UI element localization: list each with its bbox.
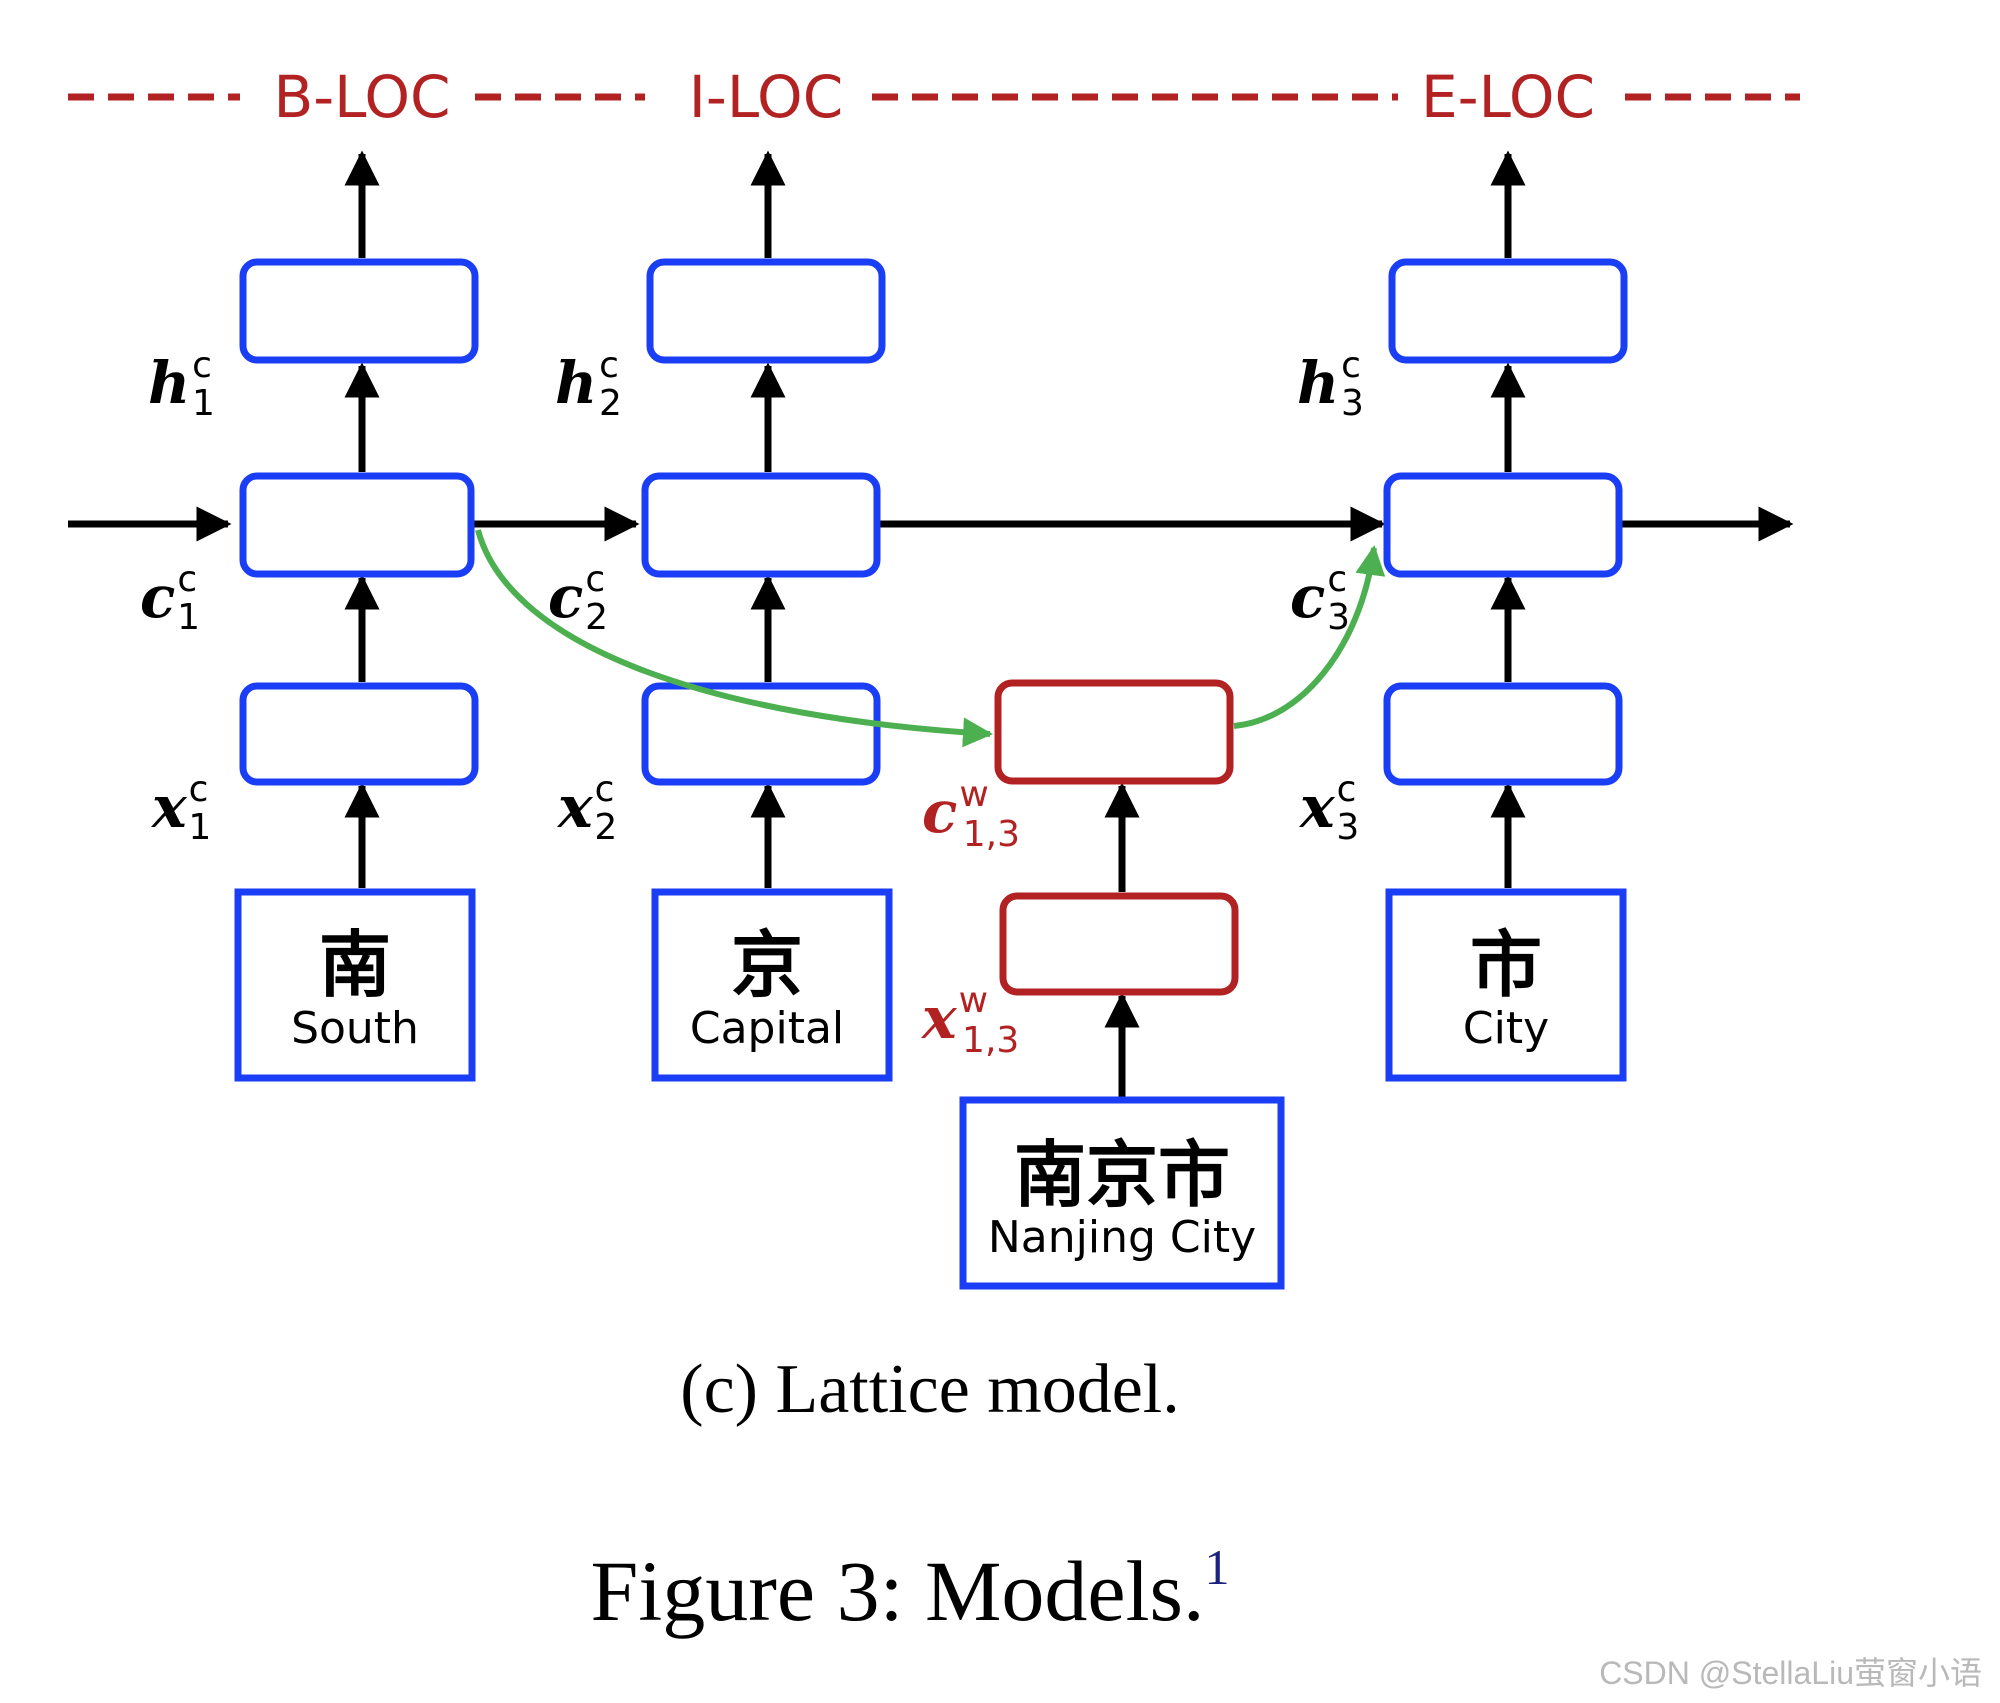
- x-boxes: [239, 682, 1623, 786]
- c-box-1: [239, 472, 475, 578]
- input-box-2: [651, 888, 893, 1082]
- x-box-2: [641, 682, 881, 786]
- c-box-3: [1383, 472, 1623, 578]
- word-boxes: [994, 679, 1239, 996]
- input-box-1: [234, 888, 476, 1082]
- word-cell-box: [994, 679, 1234, 785]
- x-box-3: [1383, 682, 1623, 786]
- c-boxes: [239, 472, 1623, 578]
- subfigure-caption: (c) Lattice model.: [680, 1351, 1179, 1428]
- input-3-english: City: [1463, 1003, 1549, 1054]
- input-word-chinese: 南京市: [1014, 1133, 1230, 1217]
- h-box-2: [646, 258, 886, 364]
- word-embedding-box: [999, 892, 1239, 996]
- tag-i-loc: I-LOC: [689, 63, 843, 131]
- x-box-1: [239, 682, 479, 786]
- footnote-mark: 1: [1204, 1539, 1229, 1595]
- input-1-english: South: [291, 1003, 419, 1054]
- h-boxes: [239, 258, 1628, 364]
- input-word-english: Nanjing City: [988, 1212, 1256, 1263]
- input-3-chinese: 市: [1470, 923, 1542, 1007]
- tag-e-loc: E-LOC: [1421, 63, 1595, 131]
- input-1-chinese: 南: [319, 923, 391, 1007]
- figure-caption: Figure 3: Models.1: [591, 1539, 1230, 1639]
- c-box-2: [641, 472, 881, 578]
- input-box-word: [959, 1096, 1285, 1290]
- h-box-1: [239, 258, 479, 364]
- vertical-arrows: [344, 150, 1526, 1098]
- input-box-3: [1385, 888, 1627, 1082]
- h-box-3: [1388, 258, 1628, 364]
- tag-b-loc: B-LOC: [273, 63, 450, 131]
- watermark: CSDN @StellaLiu萤窗小语: [1599, 1655, 1982, 1691]
- input-boxes: [234, 888, 1627, 1290]
- input-2-english: Capital: [690, 1003, 844, 1054]
- word-path: [475, 529, 1386, 748]
- input-2-chinese: 京: [731, 923, 803, 1007]
